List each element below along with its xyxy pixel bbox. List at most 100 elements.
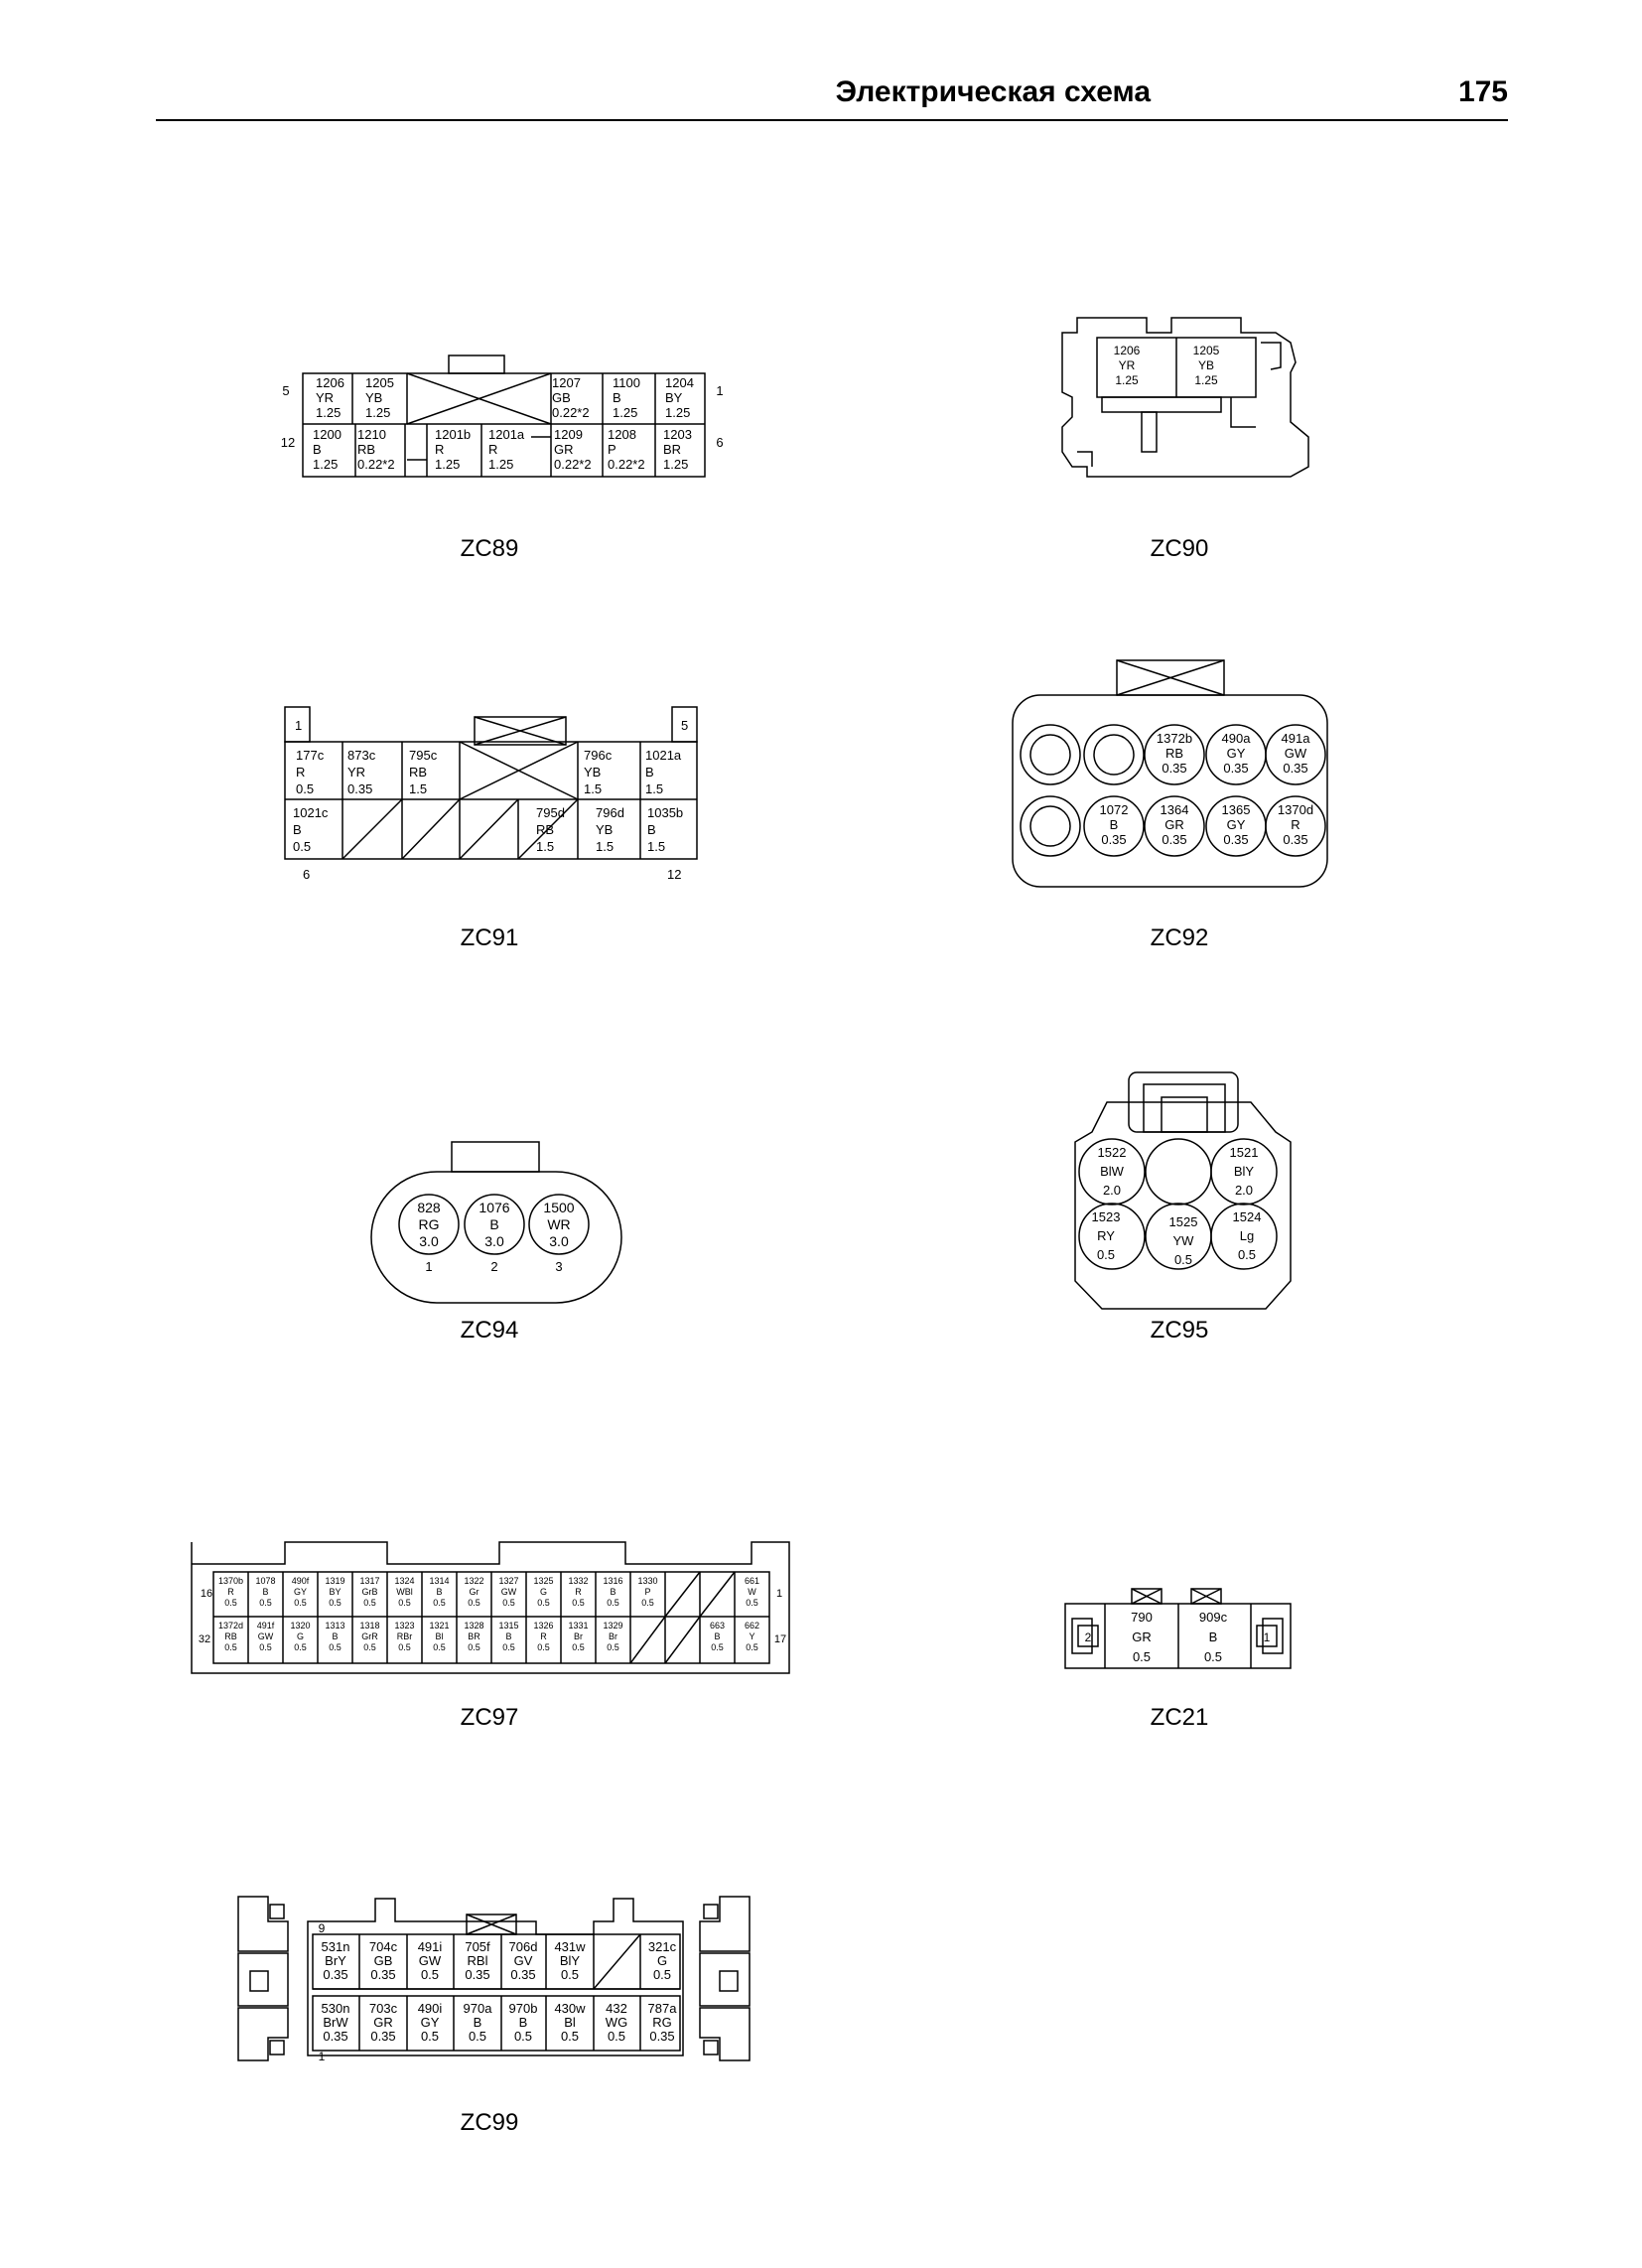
wire-number: 530n <box>322 2001 350 2016</box>
wire-number: 1325 <box>533 1576 553 1586</box>
wire-number: 1524 <box>1233 1209 1262 1224</box>
wire-color: B <box>647 822 656 837</box>
wire-color: RG <box>419 1216 440 1232</box>
wire-color: B <box>293 822 302 837</box>
wire-number: 491a <box>1282 731 1311 746</box>
wire-color: RG <box>652 2015 672 2030</box>
wire-color: P <box>608 442 616 457</box>
wire-color: B <box>645 765 654 780</box>
wire-number: 490f <box>292 1576 310 1586</box>
wire-color: GV <box>514 1953 533 1968</box>
wire-color: BR <box>663 442 681 457</box>
wire-size: 0.5 <box>502 1642 515 1652</box>
wire-number: 490i <box>418 2001 443 2016</box>
connector-caption: ZC94 <box>461 1317 519 1344</box>
wire-color: RB <box>409 765 427 780</box>
wire-size: 1.25 <box>613 405 637 420</box>
wire-size: 0.5 <box>746 1642 758 1652</box>
wire-color: YB <box>365 390 382 405</box>
wire-color: RB <box>224 1631 237 1641</box>
wire-size: 0.5 <box>514 2029 532 2044</box>
wire-number: 1322 <box>464 1576 483 1586</box>
wire-number: 1500 <box>543 1200 574 1215</box>
wire-color: BlW <box>1100 1164 1125 1179</box>
wire-color: GB <box>552 390 571 405</box>
wire-color: B <box>610 1587 616 1597</box>
wire-size: 0.35 <box>510 1967 535 1982</box>
wire-number: 703c <box>369 2001 398 2016</box>
wire-size: 0.5 <box>433 1642 446 1652</box>
wire-color: R <box>540 1631 547 1641</box>
wire-number: 1318 <box>359 1621 379 1630</box>
wire-size: 0.5 <box>296 781 314 796</box>
wire-number: 795d <box>536 805 565 820</box>
wire-color: B <box>505 1631 511 1641</box>
wire-size: 1.5 <box>409 781 427 796</box>
wire-color: B <box>313 442 322 457</box>
wire-color: R <box>575 1587 582 1597</box>
wire-number: 1203 <box>663 427 692 442</box>
wire-size: 0.35 <box>347 781 372 796</box>
wire-color: B <box>474 2015 482 2030</box>
wire-color: GrR <box>361 1631 378 1641</box>
wire-color: Y <box>749 1631 754 1641</box>
pin-number: 2 <box>1085 1630 1092 1644</box>
wire-number: 787a <box>648 2001 678 2016</box>
wire-size: 1.25 <box>663 457 688 472</box>
wire-color: Bl <box>564 2015 576 2030</box>
wire-color: GR <box>554 442 574 457</box>
pin-number: 1 <box>1264 1630 1271 1644</box>
connector-caption: ZC95 <box>1151 1317 1209 1344</box>
wire-number: 1331 <box>568 1621 588 1630</box>
wire-number: 1370d <box>1278 802 1313 817</box>
wire-color: GY <box>1227 746 1246 761</box>
wire-color: B <box>436 1587 442 1597</box>
wire-color: BR <box>468 1631 480 1641</box>
pin-number: 1 <box>425 1259 432 1274</box>
wire-number: 1316 <box>603 1576 622 1586</box>
wire-color: BY <box>329 1587 341 1597</box>
wire-size: 0.5 <box>224 1598 237 1608</box>
wire-size: 1.25 <box>313 457 338 472</box>
wire-size: 0.5 <box>433 1598 446 1608</box>
wire-size: 1.5 <box>645 781 663 796</box>
pin-number: 1 <box>319 2050 326 2063</box>
wire-size: 0.5 <box>224 1642 237 1652</box>
wire-size: 0.5 <box>398 1642 411 1652</box>
wire-size: 0.22*2 <box>608 457 645 472</box>
wire-number: 796d <box>596 805 624 820</box>
wire-number: 1205 <box>365 375 394 390</box>
wire-number: 970b <box>509 2001 538 2016</box>
wire-size: 0.5 <box>607 1642 619 1652</box>
wire-number: 1332 <box>568 1576 588 1586</box>
wire-number: 663 <box>710 1621 725 1630</box>
wire-number: 1523 <box>1092 1209 1121 1224</box>
wire-size: 0.5 <box>421 1967 439 1982</box>
connector-caption: ZC99 <box>461 2109 519 2136</box>
connector-zc89: 1206YR1.251205YB1.251207GB0.22*21100B1.2… <box>281 354 724 562</box>
wire-size: 0.35 <box>1223 832 1248 847</box>
wire-size: 0.5 <box>421 2029 439 2044</box>
wire-number: 1320 <box>290 1621 310 1630</box>
pin-number: 1 <box>295 718 302 733</box>
wire-size: 0.5 <box>329 1598 342 1608</box>
connector-caption: ZC97 <box>461 1704 519 1731</box>
wire-color: P <box>644 1587 650 1597</box>
wire-size: 1.25 <box>435 457 460 472</box>
pin-number: 17 <box>774 1633 786 1645</box>
wire-number: 796c <box>584 748 613 763</box>
wire-size: 0.5 <box>1204 1649 1222 1664</box>
pin-number: 16 <box>201 1588 212 1600</box>
wire-color: BY <box>665 390 683 405</box>
wire-color: GB <box>374 1953 393 1968</box>
wire-color: GR <box>1132 1630 1152 1644</box>
wire-size: 0.5 <box>294 1642 307 1652</box>
wire-number: 531n <box>322 1939 350 1954</box>
wire-color: W <box>748 1587 756 1597</box>
wire-number: 1021c <box>293 805 329 820</box>
wire-size: 1.5 <box>647 839 665 854</box>
wire-color: WG <box>606 2015 627 2030</box>
wire-number: 1328 <box>464 1621 483 1630</box>
wire-color: R <box>435 442 444 457</box>
